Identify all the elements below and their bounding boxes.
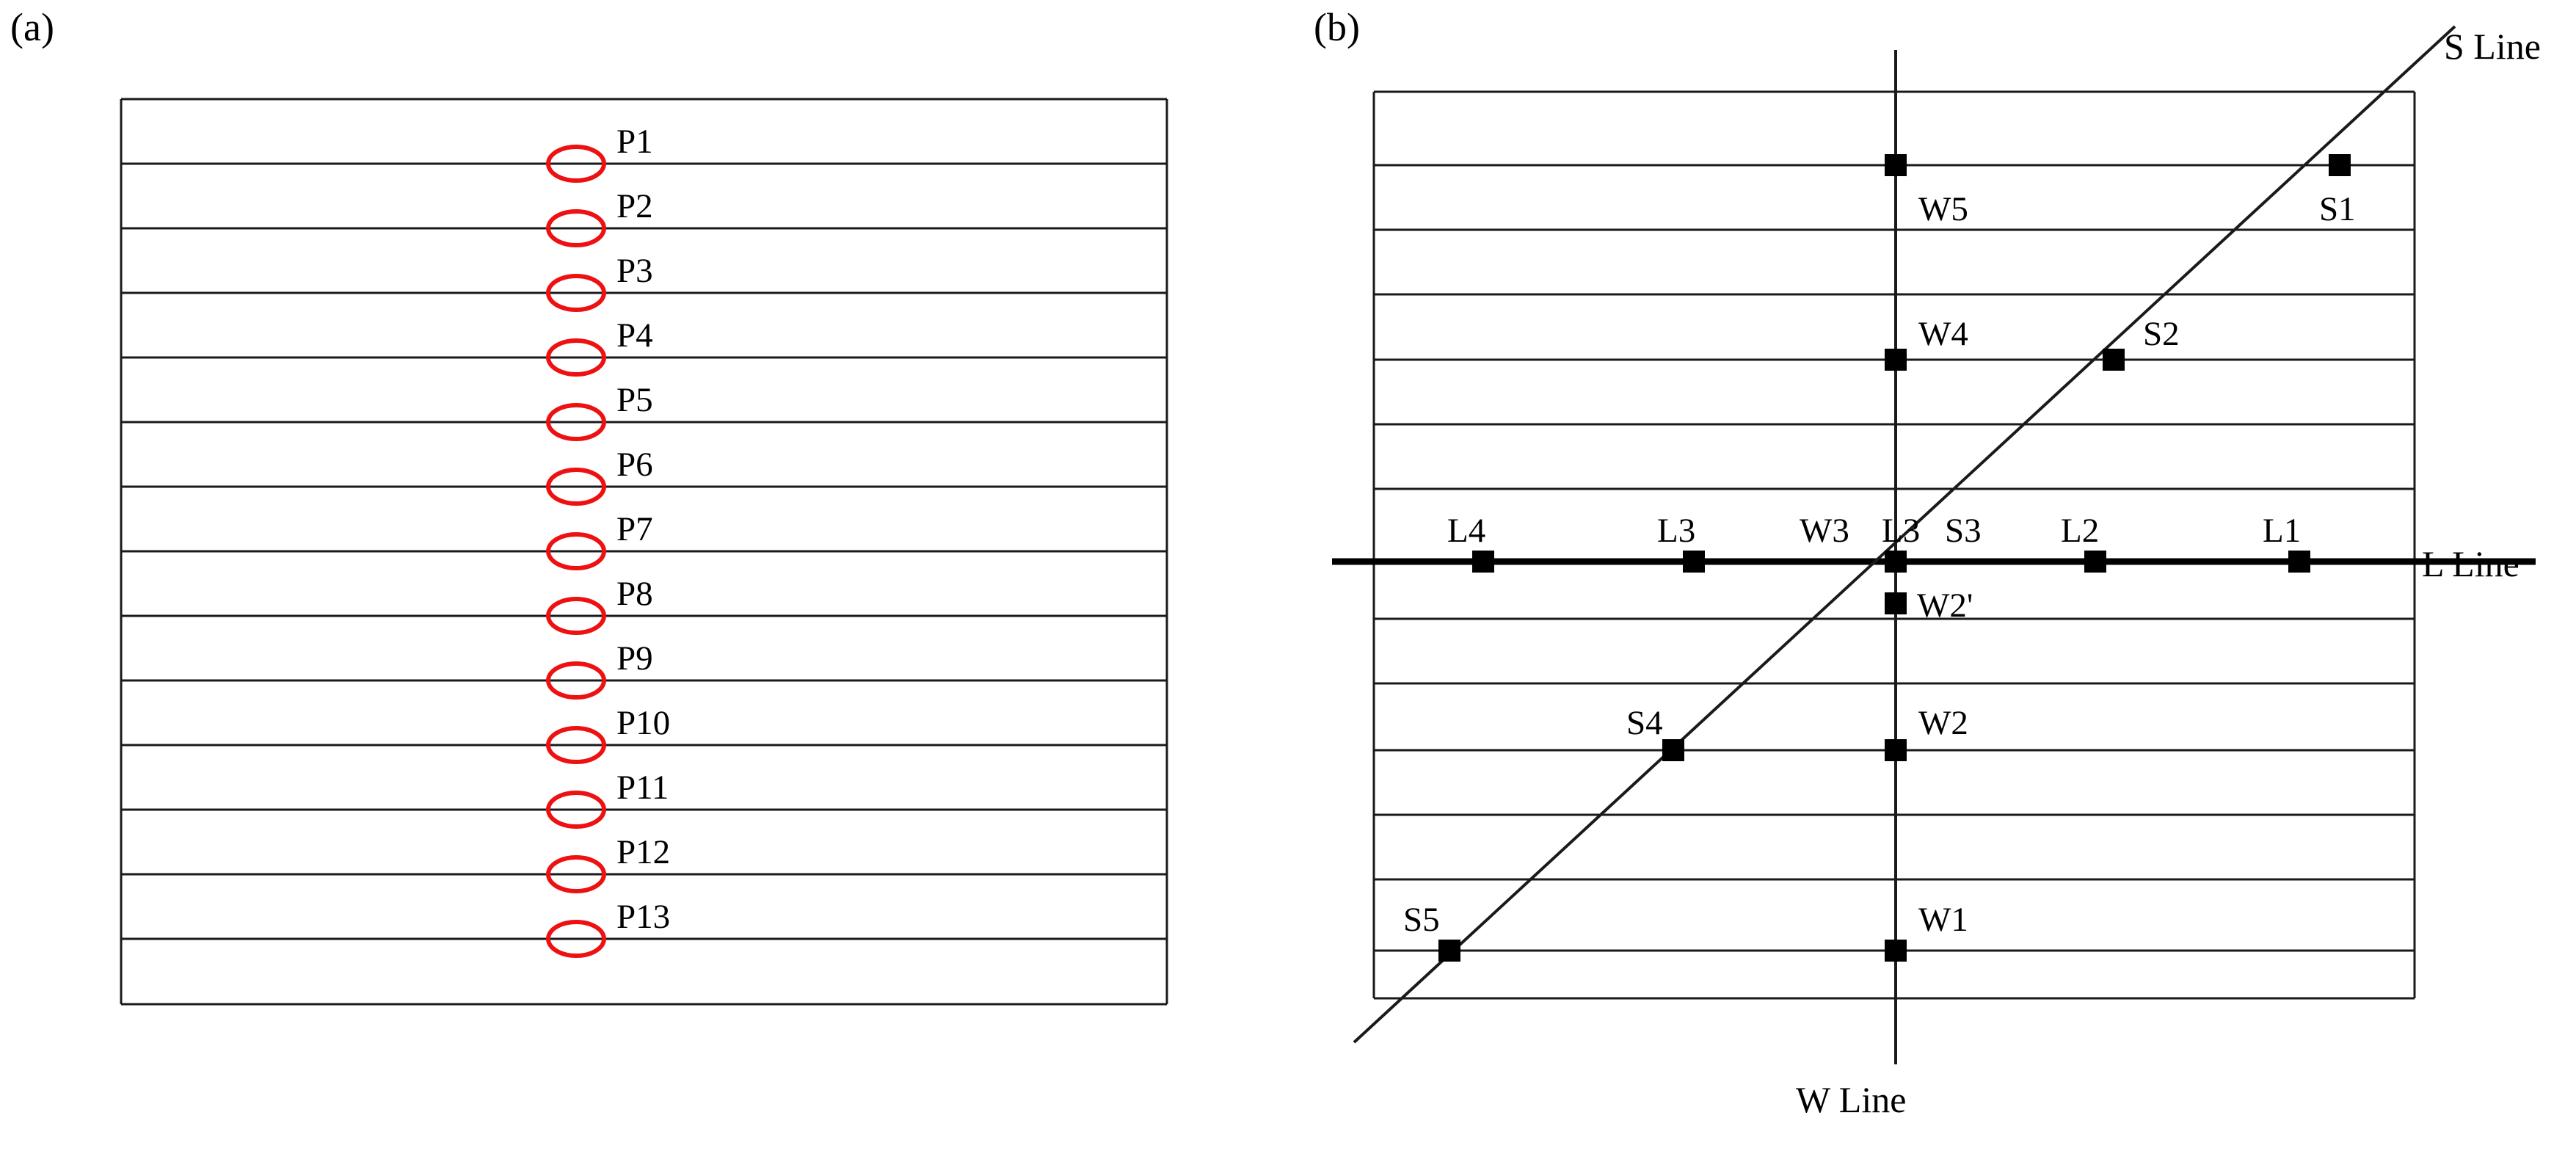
square-marker-l2 <box>2084 551 2106 573</box>
point-label-p13: P13 <box>616 898 670 936</box>
square-marker-w4 <box>1885 349 1907 371</box>
point-label-s3: S3 <box>1945 512 1982 550</box>
ellipse-marker-p1 <box>546 145 606 183</box>
point-label-p3: P3 <box>616 252 653 290</box>
ellipse-marker-p8 <box>546 597 606 635</box>
l-line-label: L Line <box>2422 543 2519 584</box>
point-label-p9: P9 <box>616 639 653 678</box>
ellipse-marker-p13 <box>546 920 606 958</box>
point-label-p12: P12 <box>616 833 670 871</box>
point-label-p7: P7 <box>616 510 653 548</box>
point-label-s1: S1 <box>2319 190 2356 228</box>
square-marker-s4 <box>1662 739 1684 761</box>
point-label-s4: S4 <box>1626 704 1663 742</box>
ellipse-marker-p5 <box>546 403 606 441</box>
point-label-s2: S2 <box>2143 315 2180 353</box>
square-marker-s5 <box>1438 940 1460 962</box>
point-label-p2: P2 <box>616 187 653 225</box>
point-label-p10: P10 <box>616 704 670 742</box>
panel-b-label: (b) <box>1314 5 1360 49</box>
square-marker-l3 <box>1683 551 1705 573</box>
point-label-p5: P5 <box>616 381 653 419</box>
ellipse-marker-p12 <box>546 855 606 893</box>
ellipse-marker-p3 <box>546 274 606 312</box>
point-label-w2: W2 <box>1918 704 1968 742</box>
point-label-p4: P4 <box>616 316 653 355</box>
square-marker-s2 <box>2103 349 2125 371</box>
point-label-w4: W4 <box>1918 315 1968 353</box>
ellipse-marker-p4 <box>546 338 606 377</box>
square-marker-l3c <box>1885 551 1907 573</box>
point-label-p8: P8 <box>616 575 653 613</box>
point-label-p1: P1 <box>616 123 653 161</box>
point-label-l2: L2 <box>2061 512 2099 550</box>
point-label-w2: W2' <box>1917 587 1973 625</box>
square-marker-w5 <box>1885 154 1907 176</box>
point-label-l1: L1 <box>2263 512 2301 550</box>
w-line-label: W Line <box>1796 1079 1906 1120</box>
point-label-p6: P6 <box>616 446 653 484</box>
ellipse-marker-p9 <box>546 661 606 700</box>
panel-a-label: (a) <box>10 5 54 49</box>
square-marker-l4 <box>1472 551 1494 573</box>
square-marker-w2 <box>1885 739 1907 761</box>
square-marker-s1 <box>2329 154 2351 176</box>
square-marker-l1 <box>2288 551 2310 573</box>
square-marker-w2 <box>1885 592 1907 614</box>
point-label-p11: P11 <box>616 769 669 807</box>
point-label-l4: L4 <box>1447 512 1485 550</box>
s-line-label: S Line <box>2444 26 2541 67</box>
point-label-s5: S5 <box>1403 901 1440 939</box>
point-label-l3c: L3 <box>1882 512 1920 550</box>
ellipse-marker-p2 <box>546 209 606 247</box>
point-label-l3: L3 <box>1657 512 1695 550</box>
ellipse-marker-p6 <box>546 468 606 506</box>
point-label-w1: W1 <box>1918 901 1968 939</box>
square-marker-w1 <box>1885 940 1907 962</box>
ellipse-marker-p10 <box>546 726 606 764</box>
s-line <box>1353 25 2456 1044</box>
ellipse-marker-p7 <box>546 532 606 570</box>
ellipse-marker-p11 <box>546 791 606 829</box>
point-label-w3: W3 <box>1800 512 1849 550</box>
point-label-w5: W5 <box>1918 190 1968 228</box>
